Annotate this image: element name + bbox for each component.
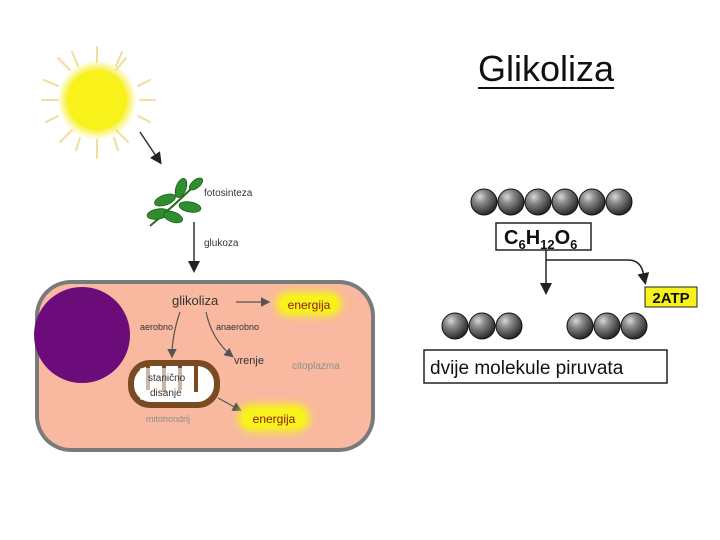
photosynthesis-label: fotosinteza: [204, 188, 253, 199]
formula-oxygen-sub: 6: [570, 237, 577, 252]
energy-bottom-badge: energija: [238, 404, 310, 432]
carbon-atom: [441, 312, 469, 340]
pyruvate-molecule-left: [441, 312, 523, 340]
nucleus: [34, 287, 130, 383]
anaerobic-arrow: [205, 311, 234, 358]
carbon-atom: [605, 188, 633, 216]
atp-arrow: [546, 259, 650, 285]
sun-icon: [41, 46, 156, 159]
respiration-label-line2: disanje: [150, 388, 182, 399]
atp-label: 2ATP: [652, 290, 689, 307]
mitochondrion: [128, 360, 220, 408]
glucose-carbon-chain: [470, 188, 633, 216]
energy-bottom-label: energija: [253, 412, 296, 426]
atp-badge: 2ATP: [644, 286, 698, 308]
energy-top-badge: energija: [276, 292, 342, 316]
carbon-atom: [593, 312, 621, 340]
glycolysis-label: glikoliza: [172, 293, 219, 308]
carbon-atom: [470, 188, 498, 216]
aerobic-label: aerobno: [140, 322, 173, 332]
carbon-atom: [497, 188, 525, 216]
carbon-atom: [620, 312, 648, 340]
respiration-energy-arrow: [217, 397, 243, 412]
carbon-atom: [495, 312, 523, 340]
sun-to-leaf-arrow: [139, 131, 162, 165]
respiration-label-line1: stanično: [148, 373, 186, 384]
formula-carbon: C: [504, 227, 518, 249]
svg-text:C6H12O6: C6H12O6: [504, 227, 577, 252]
result-label: dvije molekule piruvata: [430, 358, 624, 379]
cytoplasm-label: citoplazma: [292, 361, 340, 372]
carbon-atom: [468, 312, 496, 340]
leaf-icon: [146, 177, 204, 227]
slide-title: Glikoliza: [478, 48, 615, 89]
formula-oxygen: O: [555, 227, 571, 249]
carbon-atom: [524, 188, 552, 216]
mitochondrion-label: mitohondrij: [146, 414, 190, 424]
aerobic-arrow: [167, 311, 181, 359]
formula-carbon-sub: 6: [518, 237, 525, 252]
glucose-label: glukoza: [204, 238, 239, 249]
pyruvate-molecule-right: [566, 312, 648, 340]
result-box: dvije molekule piruvata: [423, 349, 668, 384]
formula-hydrogen-sub: 12: [540, 237, 554, 252]
carbon-atom: [578, 188, 606, 216]
fermentation-label: vrenje: [234, 355, 264, 367]
carbon-atom: [566, 312, 594, 340]
anaerobic-label: anaerobno: [216, 322, 259, 332]
formula-box: C6H12O6: [495, 222, 592, 252]
energy-top-label: energija: [288, 298, 331, 312]
carbon-atom: [551, 188, 579, 216]
formula-hydrogen: H: [526, 227, 540, 249]
